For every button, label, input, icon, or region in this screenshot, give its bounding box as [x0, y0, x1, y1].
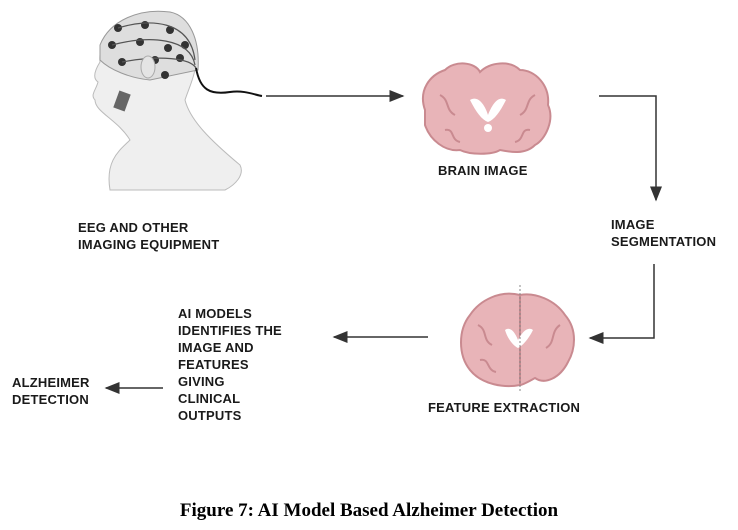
- ai-models-label-line: GIVING: [178, 374, 225, 389]
- eeg-label-line: EEG AND OTHER: [78, 220, 189, 235]
- segmentation-label-line: SEGMENTATION: [611, 234, 717, 249]
- ai-models-label-line: FEATURES: [178, 357, 249, 372]
- detection-label: ALZHEIMER DETECTION: [12, 374, 90, 408]
- detection-label-line: ALZHEIMER: [12, 375, 90, 390]
- eeg-label-line: IMAGING EQUIPMENT: [78, 237, 220, 252]
- ai-models-label-line: OUTPUTS: [178, 408, 242, 423]
- brain-split-section-icon: [460, 285, 575, 393]
- detection-label-line: DETECTION: [12, 392, 89, 407]
- ai-models-label-line: IDENTIFIES THE: [178, 323, 282, 338]
- ai-models-label-line: IMAGE AND: [178, 340, 254, 355]
- segmentation-label-line: IMAGE: [611, 217, 655, 232]
- ai-models-label-line: AI MODELS: [178, 306, 253, 321]
- feature-extraction-label: FEATURE EXTRACTION: [428, 400, 581, 415]
- eeg-cap-head-icon: [92, 10, 263, 191]
- segmentation-label: IMAGE SEGMENTATION: [611, 216, 716, 250]
- eeg-label: EEG AND OTHER IMAGING EQUIPMENT: [78, 219, 219, 253]
- ai-models-label-line: CLINICAL: [178, 391, 241, 406]
- figure-caption: Figure 7: AI Model Based Alzheimer Detec…: [179, 500, 559, 521]
- arrow-brain-to-segmentation: [599, 95, 662, 202]
- ai-models-label: AI MODELS IDENTIFIES THE IMAGE AND FEATU…: [178, 305, 282, 424]
- brain-image-label: BRAIN IMAGE: [438, 163, 528, 178]
- brain-coronal-section-icon: [422, 62, 552, 155]
- arrow-segmentation-to-feature: [588, 264, 655, 344]
